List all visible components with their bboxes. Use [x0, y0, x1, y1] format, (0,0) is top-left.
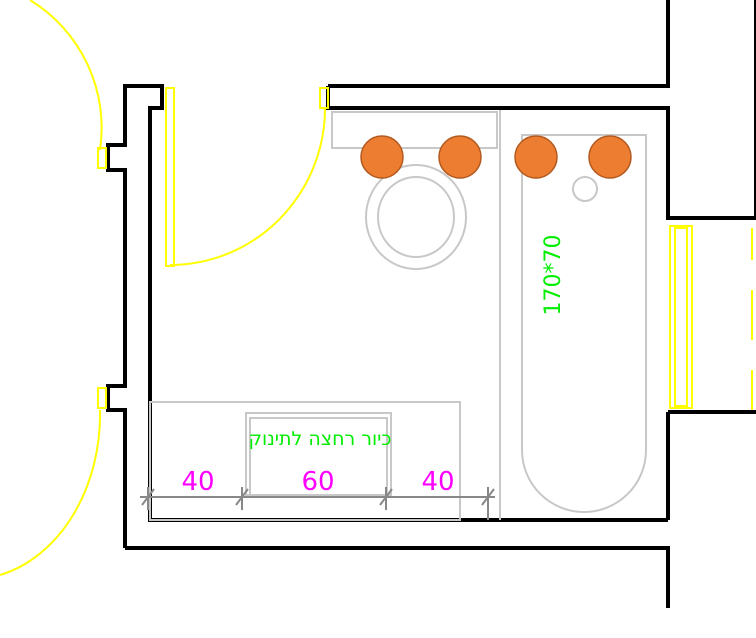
toilet-bowl — [365, 164, 467, 270]
walls — [106, 0, 756, 608]
markers — [360, 135, 632, 179]
dimension-left: 40 — [181, 467, 214, 497]
door-swing-bathroom — [169, 107, 326, 266]
dimension-right: 40 — [421, 467, 454, 497]
door-swing-bottom — [0, 409, 102, 576]
window — [669, 225, 693, 409]
dimension-line — [140, 487, 495, 520]
sink-counter — [149, 401, 461, 521]
marker-1[interactable] — [360, 135, 404, 179]
dimension-middle: 60 — [301, 467, 334, 497]
bathtub-size-label: 170*70 — [541, 235, 566, 316]
sink-label: כיור רחצה לתינוק — [249, 428, 392, 450]
marker-4[interactable] — [588, 135, 632, 179]
marker-2[interactable] — [438, 135, 482, 179]
marker-3[interactable] — [514, 135, 558, 179]
fixtures — [149, 110, 647, 521]
bathtub-drain — [572, 176, 598, 202]
door-swing-top — [29, 0, 103, 151]
doors — [0, 0, 753, 576]
bathtub — [521, 134, 647, 513]
toilet-tank — [331, 111, 498, 149]
